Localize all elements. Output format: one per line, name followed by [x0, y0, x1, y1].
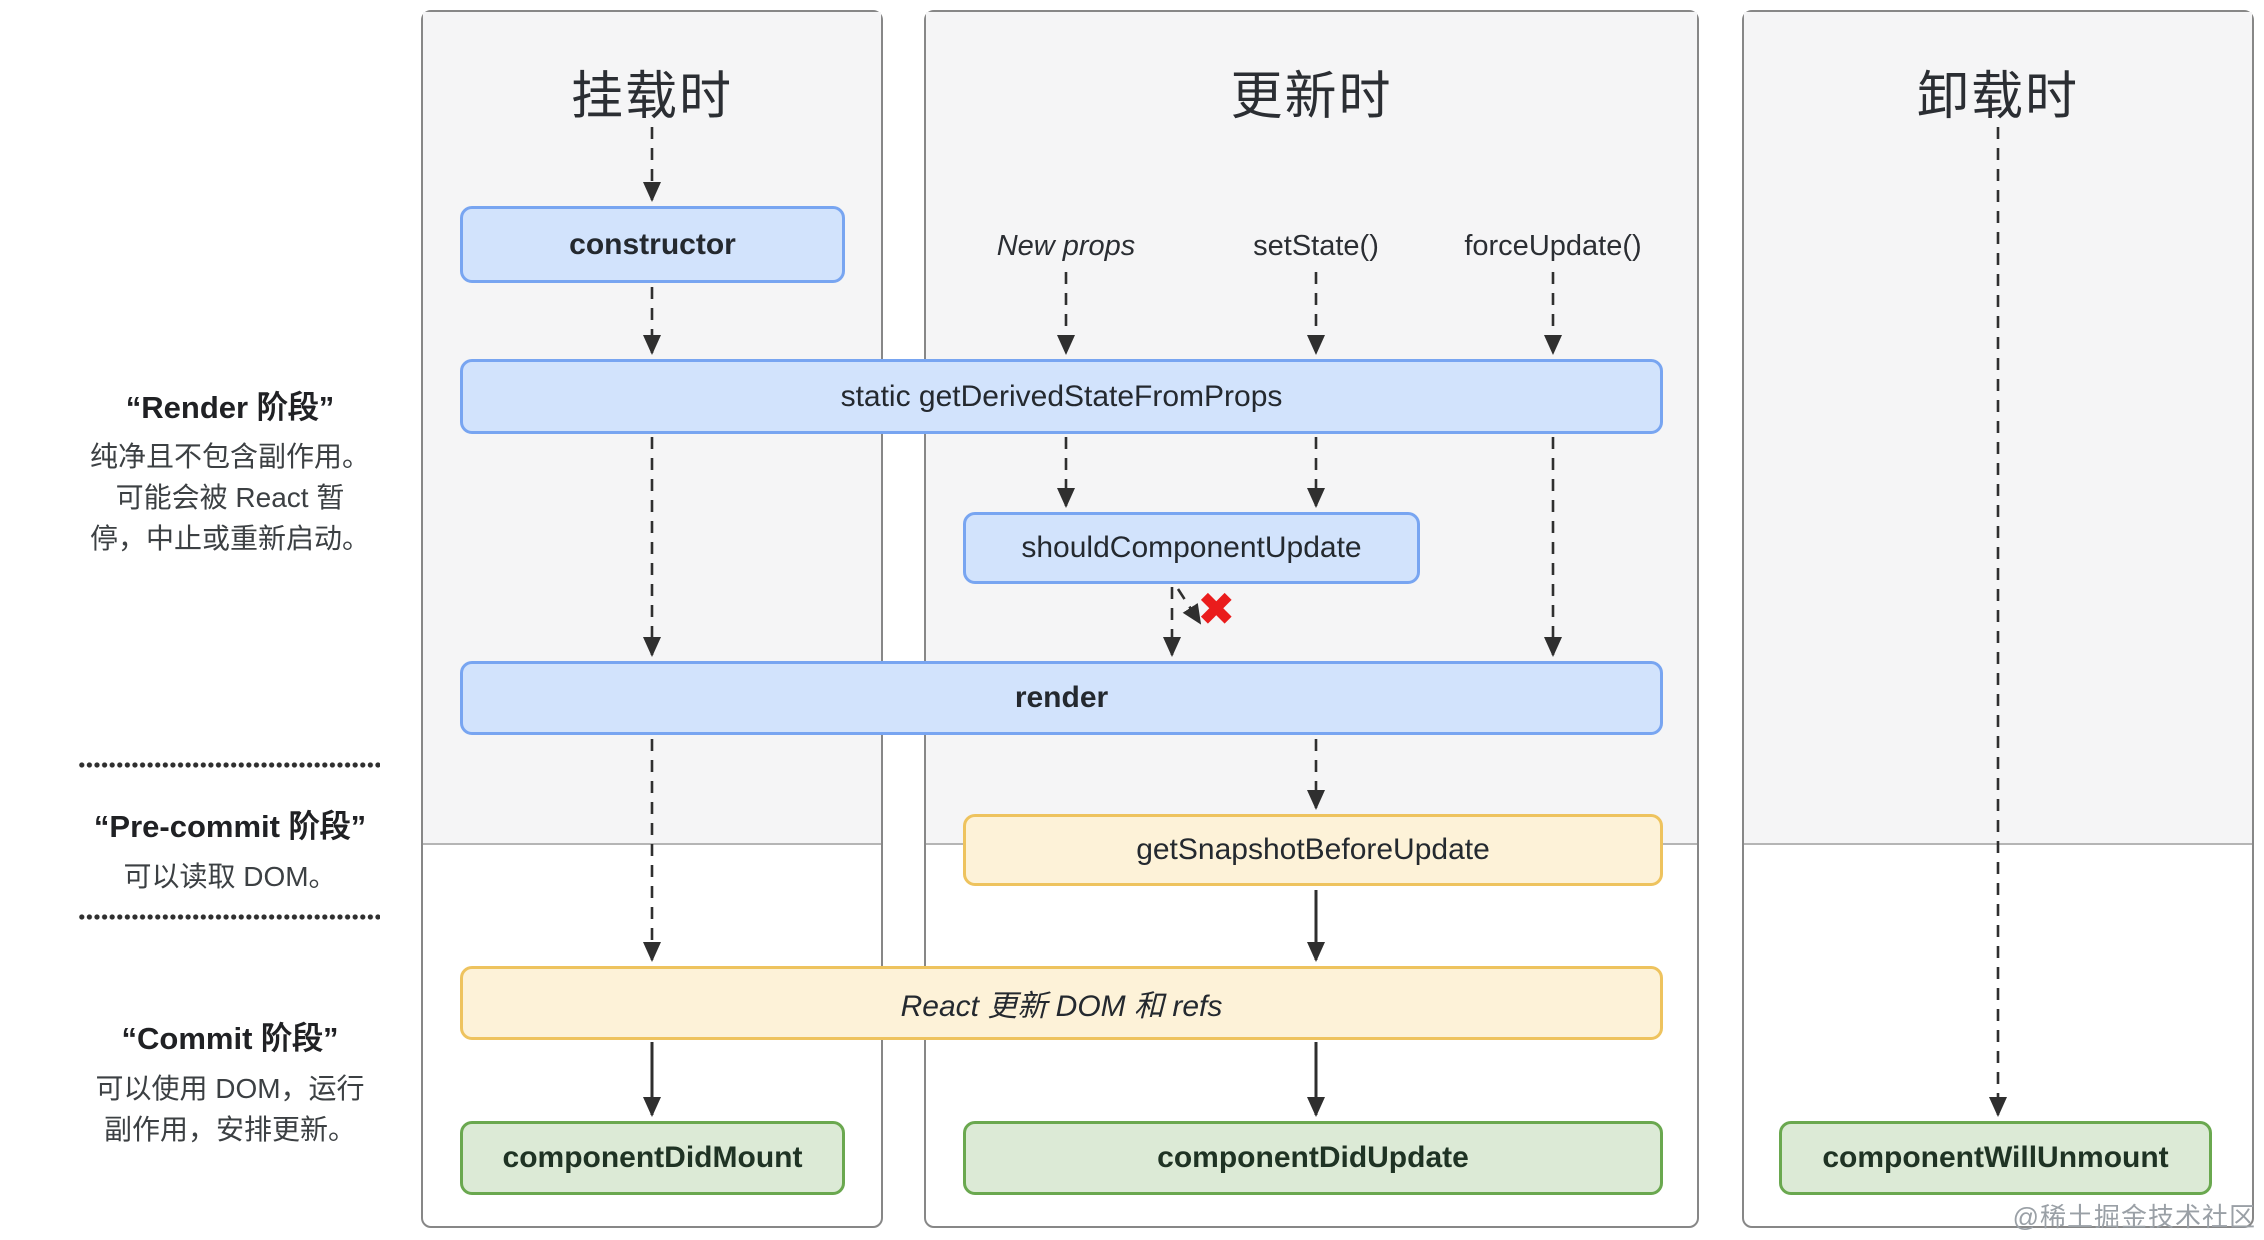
phase-divider-top	[78, 761, 380, 769]
box-get-snapshot-before-update: getSnapshotBeforeUpdate	[963, 814, 1663, 886]
trigger-force-update: forceUpdate()	[1464, 229, 1642, 262]
box-get-derived-state-from-props: static getDerivedStateFromProps	[460, 359, 1663, 434]
box-should-component-update: shouldComponentUpdate	[963, 512, 1420, 584]
column-unmounting: 卸载时	[1742, 10, 2254, 1228]
watermark: @稀土掘金技术社区	[2012, 1202, 2256, 1232]
box-react-updates-dom: React 更新 DOM 和 refs	[460, 966, 1663, 1040]
column-updating-title: 更新时	[1230, 68, 1393, 126]
box-component-did-mount: componentDidMount	[460, 1121, 845, 1195]
column-mounting-title: 挂载时	[570, 68, 733, 126]
box-constructor: constructor	[460, 206, 845, 283]
column-updating: 更新时	[924, 10, 1699, 1228]
trigger-set-state: setState()	[1253, 229, 1379, 262]
commit-phase-line-1: 可以使用 DOM，运行	[95, 1073, 365, 1104]
render-phase-line-2: 可能会被 React 暂	[115, 482, 345, 513]
precommit-phase-title: “Pre-commit 阶段”	[93, 809, 367, 844]
box-render: render	[460, 661, 1663, 735]
commit-phase-title: “Commit 阶段”	[121, 1021, 339, 1056]
trigger-new-props: New props	[996, 229, 1136, 262]
box-component-did-update: componentDidUpdate	[963, 1121, 1663, 1195]
box-component-will-unmount: componentWillUnmount	[1779, 1121, 2212, 1195]
column-mounting: 挂载时	[421, 10, 883, 1228]
column-unmounting-title: 卸载时	[1916, 68, 2079, 126]
commit-phase-line-2: 副作用，安排更新。	[103, 1114, 356, 1145]
render-phase-line-1: 纯净且不包含副作用。	[89, 441, 370, 472]
commit-phase-description: 可以使用 DOM，运行 副作用，安排更新。	[40, 1068, 420, 1150]
phase-divider-bottom	[78, 913, 380, 921]
column-unmounting-shaded-area	[1744, 12, 2252, 845]
reject-x-icon: ✖	[1197, 583, 1236, 635]
render-phase-line-3: 停，中止或重新启动。	[89, 523, 370, 554]
precommit-phase-description: 可以读取 DOM。	[40, 856, 420, 897]
render-phase-title: “Render 阶段”	[125, 390, 335, 425]
precommit-phase-line-1: 可以读取 DOM。	[123, 861, 337, 892]
render-phase-description: 纯净且不包含副作用。 可能会被 React 暂 停，中止或重新启动。	[40, 436, 420, 559]
